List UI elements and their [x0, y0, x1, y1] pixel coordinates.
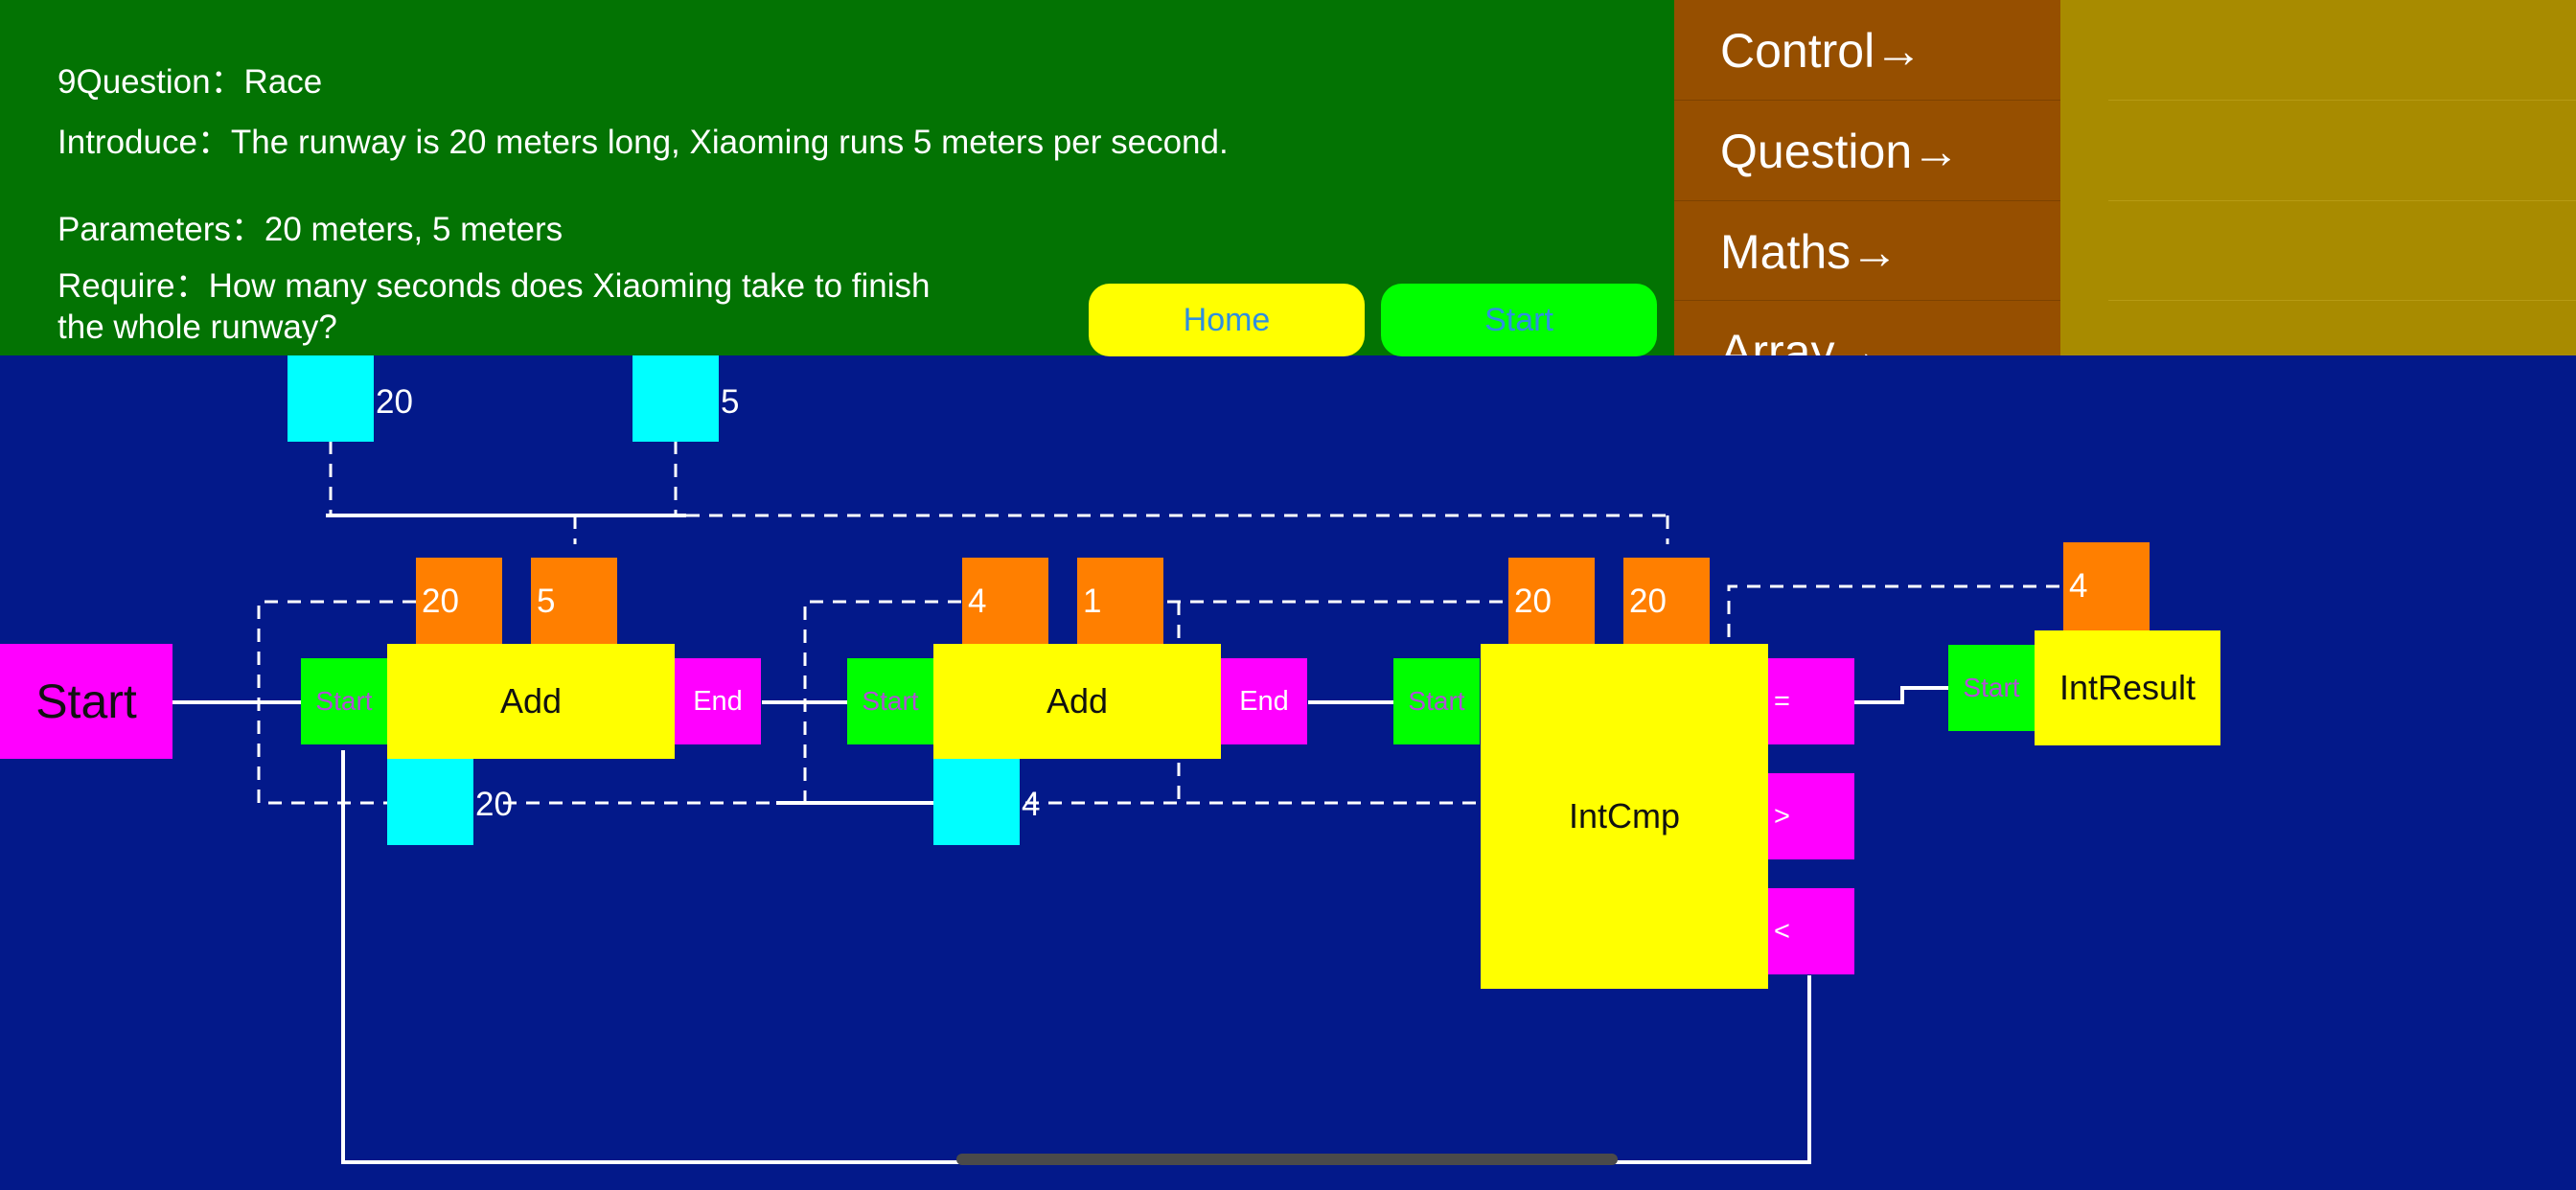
- question-parameters: Parameters：20 meters, 5 meters: [58, 211, 564, 248]
- question-require-line1: Require：How many seconds does Xiaoming t…: [58, 267, 931, 305]
- question-require-line2: the whole runway?: [58, 309, 337, 346]
- menu-item-question[interactable]: Question→: [1720, 125, 1961, 178]
- input-value-b[interactable]: [632, 355, 719, 442]
- add2-output-label: 4: [1022, 786, 1041, 823]
- menu-item-control[interactable]: Control→: [1720, 24, 1923, 78]
- add2-output[interactable]: [933, 759, 1020, 845]
- intcmp-less-port[interactable]: <: [1768, 888, 1854, 974]
- add1-output-label: 20: [475, 786, 513, 823]
- intcmp-param2[interactable]: 20: [1623, 558, 1710, 646]
- add1-output[interactable]: [387, 759, 473, 845]
- add2-end-port[interactable]: End: [1221, 658, 1307, 744]
- intcmp-start-port[interactable]: Start: [1393, 658, 1480, 744]
- menu-divider: [1674, 300, 2060, 301]
- input-value-a[interactable]: [288, 355, 374, 442]
- question-introduce: Introduce：The runway is 20 meters long, …: [58, 124, 1229, 161]
- panel-divider: [2108, 300, 2576, 301]
- add1-end-port[interactable]: End: [675, 658, 761, 744]
- input-value-a-label: 20: [376, 383, 413, 421]
- intcmp-equal-port[interactable]: =: [1768, 658, 1854, 744]
- home-button[interactable]: Home: [1089, 284, 1365, 356]
- add1-start-port[interactable]: Start: [301, 658, 387, 744]
- panel-divider: [2108, 200, 2576, 201]
- start-node[interactable]: Start: [0, 644, 172, 759]
- result-start-port[interactable]: Start: [1948, 645, 2035, 731]
- intcmp-param1[interactable]: 20: [1508, 558, 1595, 646]
- submenu-panel: [2060, 0, 2576, 355]
- add1-param1[interactable]: 20: [416, 558, 502, 646]
- menu-divider: [1674, 100, 2060, 101]
- start-button[interactable]: Start: [1381, 284, 1657, 356]
- panel-divider: [2108, 100, 2576, 101]
- intresult-block[interactable]: IntResult: [2035, 630, 2220, 745]
- add2-block[interactable]: Add: [933, 644, 1221, 759]
- question-panel: 9Question：Race Introduce：The runway is 2…: [0, 0, 1674, 356]
- menu-divider: [1674, 200, 2060, 201]
- category-menu: Control→ Question→ Maths→ Array→: [1674, 0, 2060, 355]
- add1-block[interactable]: Add: [387, 644, 675, 759]
- add1-param2[interactable]: 5: [531, 558, 617, 646]
- home-indicator[interactable]: [956, 1154, 1618, 1165]
- intcmp-greater-port[interactable]: >: [1768, 773, 1854, 859]
- question-title: 9Question：Race: [58, 63, 323, 101]
- add2-param2[interactable]: 1: [1077, 558, 1163, 646]
- add2-start-port[interactable]: Start: [847, 658, 933, 744]
- menu-item-array[interactable]: Array→: [1720, 325, 1883, 355]
- input-value-b-label: 5: [721, 383, 740, 421]
- add2-param1[interactable]: 4: [962, 558, 1048, 646]
- menu-item-maths[interactable]: Maths→: [1720, 225, 1899, 279]
- result-param[interactable]: 4: [2063, 542, 2150, 630]
- flow-wire-intcmp-result: [1853, 686, 1948, 704]
- intcmp-block[interactable]: IntCmp: [1481, 644, 1768, 989]
